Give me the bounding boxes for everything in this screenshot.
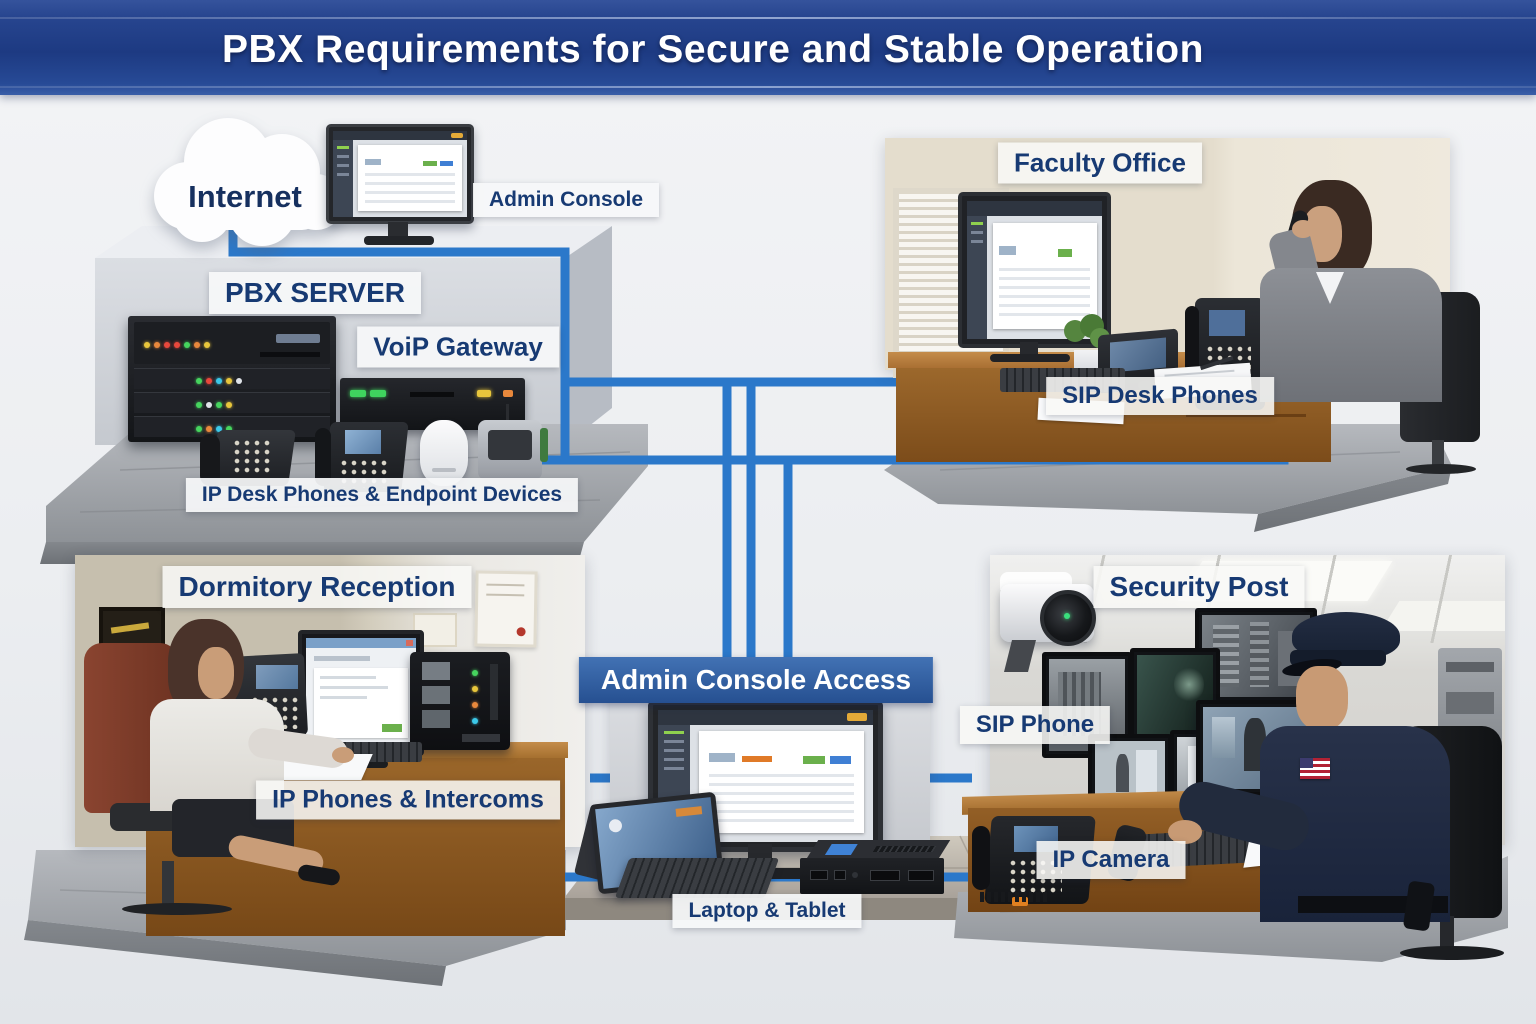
sip-desk-phones-label: SIP Desk Phones bbox=[1046, 377, 1274, 415]
ip-desk-phone-1 bbox=[200, 430, 296, 492]
mini-pc bbox=[800, 840, 951, 904]
faculty-admin-ui bbox=[967, 201, 1102, 339]
endpoints-label: IP Desk Phones & Endpoint Devices bbox=[185, 478, 579, 512]
gateway-slot bbox=[410, 392, 454, 397]
us-flag-patch bbox=[1300, 758, 1330, 779]
chair-post bbox=[162, 861, 174, 907]
holster bbox=[1402, 880, 1436, 932]
camera-status-led bbox=[1064, 613, 1070, 619]
internet-cloud: Internet bbox=[140, 110, 350, 250]
security-sip-phone bbox=[972, 816, 1096, 910]
dect-base-station bbox=[420, 420, 468, 486]
monitor-neck bbox=[388, 222, 408, 238]
mini-pc-front bbox=[800, 858, 944, 894]
device-screen bbox=[488, 430, 532, 460]
gray-blazer-torso bbox=[1260, 268, 1442, 402]
rack-unit-top bbox=[134, 322, 330, 364]
admin-console-label: Admin Console bbox=[472, 183, 660, 217]
coiled-cord bbox=[980, 892, 1050, 902]
title-banner: PBX Requirements for Secure and Stable O… bbox=[0, 0, 1536, 95]
sip-phone-label: SIP Phone bbox=[959, 706, 1111, 744]
rack-drive-slot bbox=[260, 352, 320, 357]
chair-base bbox=[122, 903, 232, 915]
camera-lens bbox=[1040, 590, 1096, 646]
gateway-led-orange bbox=[503, 390, 513, 397]
phone-screen bbox=[256, 665, 298, 689]
tablet-logo bbox=[608, 818, 623, 833]
hand bbox=[1292, 220, 1314, 238]
mini-pc-blue-chip bbox=[824, 844, 858, 855]
phone-handset bbox=[972, 826, 990, 890]
hand bbox=[332, 747, 354, 763]
rack-unit-2 bbox=[134, 368, 330, 389]
admin-console-access-banner: Admin Console Access bbox=[578, 657, 934, 703]
internet-label: Internet bbox=[188, 178, 302, 214]
faculty-woman bbox=[1258, 172, 1448, 402]
ip-camera-label: IP Camera bbox=[1036, 841, 1186, 879]
gateway-led-green-2 bbox=[370, 390, 386, 397]
monitor-frame bbox=[326, 124, 474, 224]
security-post-title: Security Post bbox=[1093, 566, 1305, 608]
dormitory-reception-title: Dormitory Reception bbox=[162, 566, 472, 608]
phone-handset bbox=[200, 434, 220, 486]
rack-display bbox=[276, 334, 320, 343]
certificate-frame bbox=[474, 570, 538, 648]
laptop-tablet-label: Laptop & Tablet bbox=[672, 894, 862, 928]
faculty-office-title: Faculty Office bbox=[998, 142, 1202, 184]
face bbox=[1296, 666, 1348, 730]
page-title: PBX Requirements for Secure and Stable O… bbox=[222, 27, 1204, 71]
camera-mount-bracket bbox=[1004, 640, 1036, 672]
mini-pc-top bbox=[805, 840, 951, 860]
voip-gateway-label: VoiP Gateway bbox=[357, 326, 559, 368]
ip-phones-intercoms-label: IP Phones & Intercoms bbox=[256, 780, 560, 820]
ip-camera-device bbox=[1000, 570, 1100, 674]
rack-led-row bbox=[142, 336, 212, 354]
phone-screen bbox=[345, 430, 381, 454]
phone-keypad bbox=[234, 440, 274, 476]
security-guard bbox=[1168, 606, 1470, 946]
device-side-led bbox=[540, 428, 548, 462]
pbx-server-rack bbox=[128, 316, 336, 442]
phone-screen bbox=[1209, 310, 1245, 336]
antenna bbox=[506, 404, 509, 420]
intercom-unit bbox=[410, 652, 510, 750]
faculty-monitor bbox=[958, 192, 1111, 364]
admin-console-monitor bbox=[326, 124, 474, 245]
hand-on-keyboard bbox=[1168, 820, 1202, 844]
phone-handset bbox=[315, 428, 331, 486]
shoe bbox=[296, 863, 342, 887]
pbx-server-label: PBX SERVER bbox=[209, 272, 421, 314]
monitor-base bbox=[364, 236, 434, 245]
reception-app-screen bbox=[306, 638, 416, 748]
face bbox=[198, 647, 234, 699]
rack-unit-3 bbox=[134, 392, 330, 413]
wireless-endpoint-device bbox=[478, 404, 548, 484]
laptop-and-tablet bbox=[573, 791, 780, 904]
gateway-led-yellow bbox=[477, 390, 491, 397]
laptop-base-keyboard bbox=[614, 858, 780, 898]
wire-internet-to-pbx bbox=[228, 220, 570, 462]
gateway-led-green-1 bbox=[350, 390, 366, 397]
admin-ui-screen bbox=[333, 131, 467, 217]
